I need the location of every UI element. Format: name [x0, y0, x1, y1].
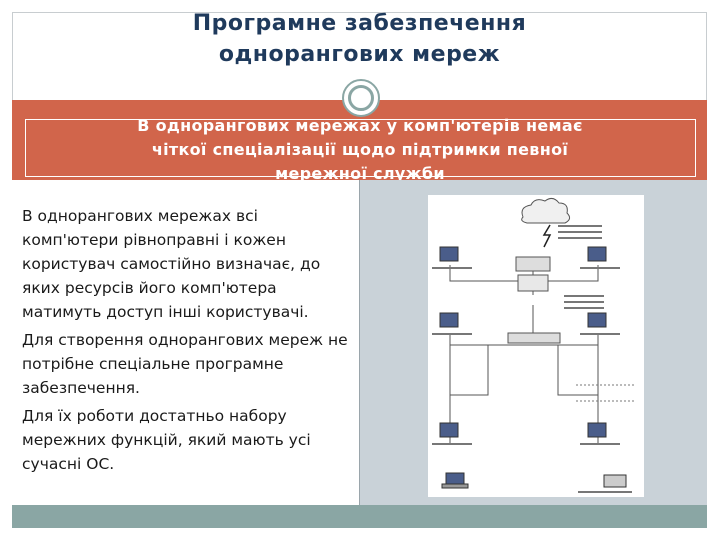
banner-text: В однорангових мережах у комп'ютерів нем… [40, 114, 680, 186]
banner-line-3: мережної служби [275, 164, 445, 183]
paragraph-2: Для створення однорангових мереж не потр… [22, 331, 348, 397]
body-text: В однорангових мережах всі комп'ютери рі… [22, 204, 352, 480]
network-diagram-image [428, 195, 644, 497]
title-line-1: Програмне забезпечення [192, 11, 527, 36]
panel-divider [359, 180, 360, 505]
paragraph-1: В однорангових мережах всі комп'ютери рі… [22, 207, 321, 321]
circle-ornament-icon [342, 79, 380, 117]
slide-title: Програмне забезпечення однорангових мере… [12, 8, 707, 70]
banner-line-2: чіткої спеціалізації щодо підтримки певн… [151, 140, 569, 159]
network-diagram-drawing [432, 197, 634, 493]
paragraph-3: Для їх роботи достатньо набору мережних … [22, 407, 311, 473]
bottom-bar [12, 505, 707, 528]
banner-line-1: В однорангових мережах у комп'ютерів нем… [137, 116, 583, 135]
banner-box [25, 119, 696, 177]
left-panel [12, 180, 360, 505]
title-line-2: однорангових мереж [218, 42, 501, 67]
